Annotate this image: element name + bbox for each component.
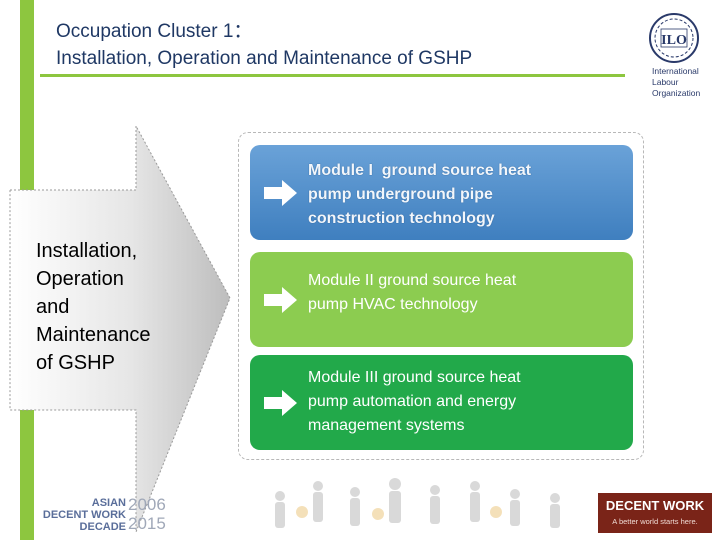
- modules-frame: [238, 132, 644, 460]
- asian-label: ASIAN: [91, 497, 126, 509]
- process-arrow-shape: [9, 125, 231, 533]
- module-2-text: Module II ground source heat pump HVAC t…: [308, 269, 516, 317]
- ilo-logo-icon: ILO: [649, 13, 699, 63]
- decent-work-badge: DECENT WORK A better world starts here.: [598, 493, 712, 533]
- title-line-2: Installation, Operation and Maintenance …: [56, 48, 473, 69]
- module-1-box: Module I ground source heat pump undergr…: [250, 145, 633, 240]
- module-3-box: Module III ground source heat pump autom…: [250, 355, 633, 450]
- module-1-line-2: pump underground pipe: [308, 186, 493, 203]
- decent-work-label: DECENT WORK: [42, 509, 126, 521]
- arrow-right-icon: [264, 287, 297, 313]
- ilo-name: International Labour Organization: [652, 66, 701, 98]
- cluster-label-line-4: Maintenance: [36, 324, 151, 346]
- asian-decade-label: ASIAN DECENT WORK DECADE: [36, 497, 126, 533]
- module-3-line-3: management systems: [308, 417, 465, 434]
- module-3-line-1: Module III ground source heat: [308, 369, 521, 386]
- ilo-abbr: ILO: [661, 33, 687, 48]
- module-3-line-2: pump automation and energy: [308, 393, 517, 410]
- badge-title: DECENT WORK: [605, 498, 705, 513]
- title-line-1: Occupation Cluster 1：: [56, 21, 253, 42]
- ilo-logo-text: International Labour Organization: [652, 66, 716, 99]
- cluster-label-line-1: Installation,: [36, 240, 138, 262]
- year-end: 2015: [128, 514, 166, 533]
- title-underline: [40, 74, 625, 77]
- arrow-right-icon: [264, 180, 297, 206]
- decade-years: 2006 2015: [128, 495, 166, 533]
- cluster-label-line-2: Operation: [36, 268, 124, 290]
- arrow-right-icon: [264, 390, 297, 416]
- module-1-line-1: Module I ground source heat: [308, 162, 532, 179]
- workers-illustration: [275, 478, 560, 528]
- module-3-text: Module III ground source heat pump autom…: [308, 366, 521, 438]
- module-2-line-2: pump HVAC technology: [308, 296, 478, 313]
- page-title: Occupation Cluster 1： Installation, Oper…: [56, 18, 472, 72]
- year-start: 2006: [128, 495, 166, 514]
- decade-label: DECADE: [79, 521, 126, 533]
- module-2-line-1: Module II ground source heat: [308, 272, 517, 289]
- module-1-line-3: construction technology: [308, 210, 495, 227]
- cluster-label-line-3: and: [36, 296, 70, 318]
- module-1-text: Module I ground source heat pump undergr…: [308, 159, 531, 231]
- badge-subtitle: A better world starts here.: [612, 517, 698, 526]
- cluster-label: Installation, Operation and Maintenance …: [36, 237, 196, 377]
- module-2-box: Module II ground source heat pump HVAC t…: [250, 252, 633, 347]
- cluster-label-line-5: of GSHP: [36, 352, 115, 374]
